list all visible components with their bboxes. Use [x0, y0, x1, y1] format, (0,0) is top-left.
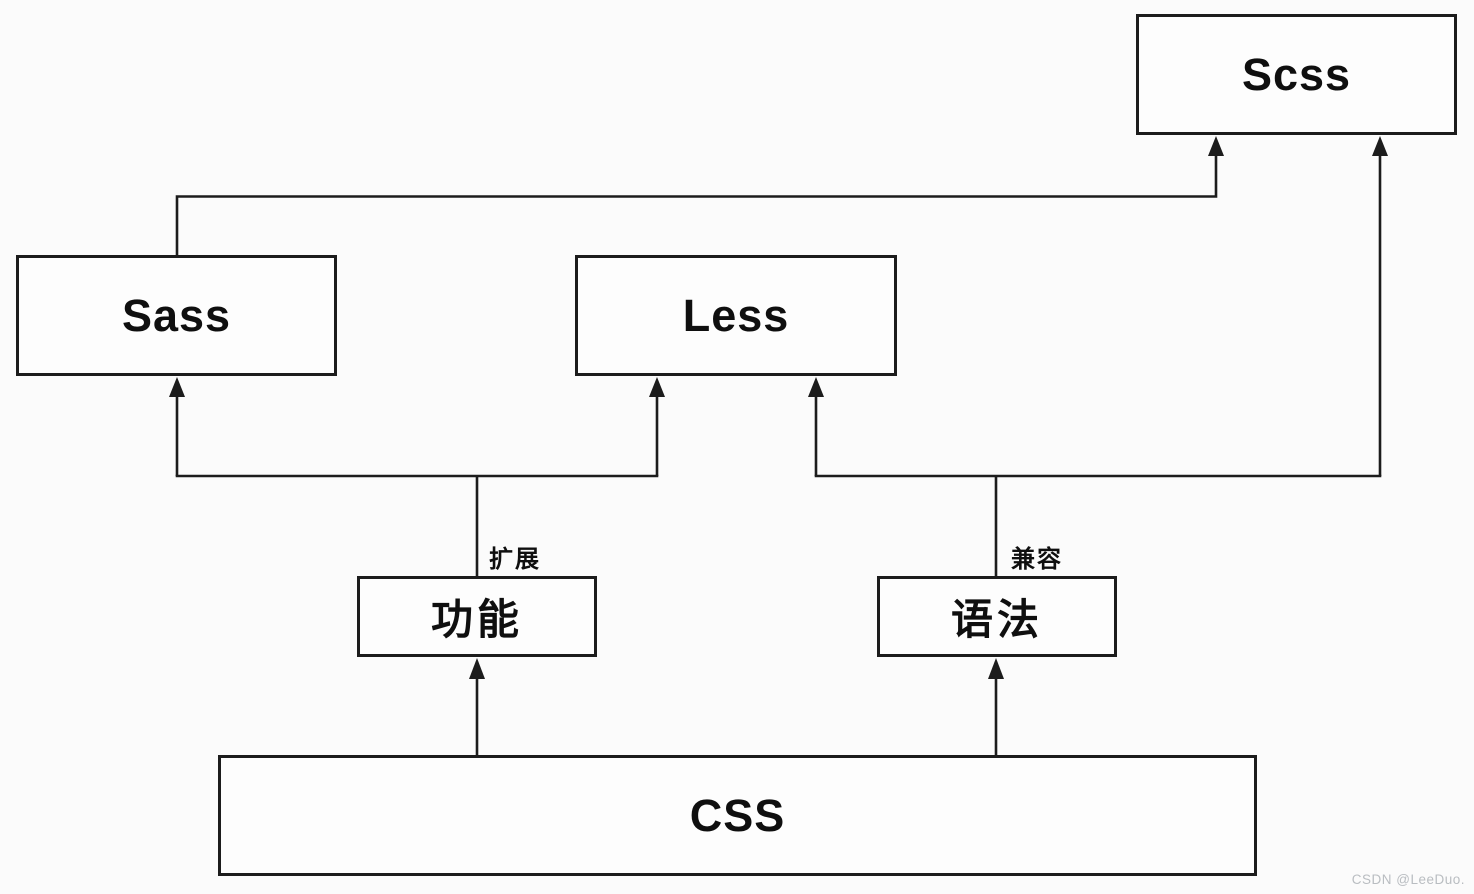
node-css-label: CSS — [689, 789, 786, 841]
node-feature: 功能 — [357, 576, 597, 657]
node-feature-label: 功能 — [430, 596, 523, 643]
node-less-label: Less — [682, 289, 790, 341]
edge-label-extend: 扩展 — [489, 546, 541, 573]
edge-sass-to-scss-arrowhead — [1208, 136, 1224, 156]
edge-feature-to-sass-arrowhead — [169, 377, 185, 397]
edge-syntax-to-less-arrowhead — [808, 377, 824, 397]
edge-css-to-syntax-arrowhead — [988, 658, 1004, 679]
edge-syntax-to-scss-arrowhead — [1372, 136, 1388, 156]
node-less: Less — [575, 255, 897, 376]
edge-sass-to-scss-line — [175, 155, 1218, 257]
edge-css-to-feature-arrowhead — [469, 658, 485, 679]
node-scss: Scss — [1136, 14, 1457, 135]
edge-feature-to-less-arrowhead — [649, 377, 665, 397]
node-css: CSS — [218, 755, 1257, 876]
node-sass-label: Sass — [121, 289, 232, 341]
node-syntax: 语法 — [877, 576, 1117, 657]
node-syntax-label: 语法 — [950, 596, 1043, 643]
node-scss-label: Scss — [1241, 48, 1352, 100]
node-sass: Sass — [16, 255, 337, 376]
edge-label-compatible: 兼容 — [1011, 546, 1063, 573]
watermark: CSDN @LeeDuo. — [1351, 872, 1465, 887]
